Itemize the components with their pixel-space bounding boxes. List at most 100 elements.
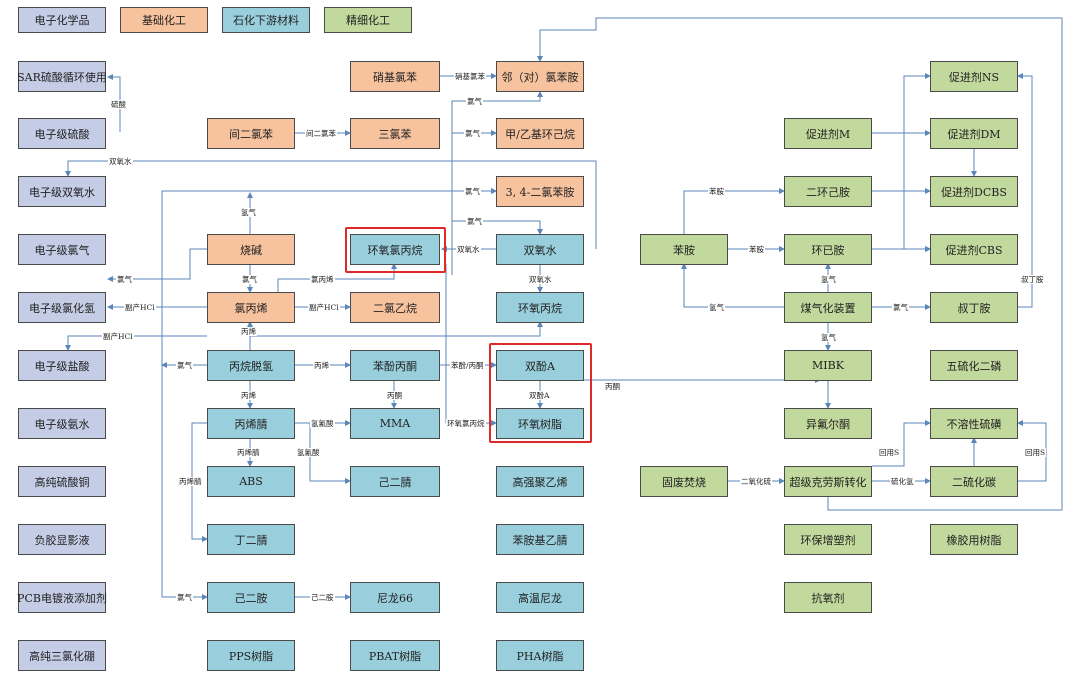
edge-label-propylene-b: 丙烯 [313, 361, 330, 370]
edge-label-hydrogen-a: 氢气 [240, 208, 257, 217]
edge-label-an-a: 丙烯腈 [236, 448, 261, 457]
edge-label-chlorine-e: 氯气 [116, 275, 133, 284]
node-p2s5: 五硫化二磷 [930, 350, 1018, 381]
edge-label-tba-side: 叔丁胺 [1020, 275, 1045, 284]
node-chloroaniline: 邻（对）氯苯胺 [496, 61, 584, 92]
node-epichlorohydrin: 环氧氯丙烷 [350, 234, 440, 265]
edge-label-chlorine-g: 氯气 [176, 361, 193, 370]
node-electronic-h2o2: 电子级双氧水 [18, 176, 106, 207]
node-rubber-resin: 橡胶用树脂 [930, 524, 1018, 555]
node-hmda: 己二胺 [207, 582, 295, 613]
node-anilinoacetonitrile: 苯胺基乙腈 [496, 524, 584, 555]
node-bpa: 双酚A [496, 350, 584, 381]
edge-label-reuse-s-a: 回用S [878, 448, 901, 457]
edge-label-bpa: 双酚A [528, 391, 551, 400]
node-mma: MMA [350, 408, 440, 439]
node-eco-plasticizer: 环保增塑剂 [784, 524, 872, 555]
legend-basic-chemicals: 基础化工 [120, 7, 208, 33]
edge-label-hydrogen-b: 氢气 [708, 303, 725, 312]
edge-label-hydrogen-d: 氢气 [820, 333, 837, 342]
edge-label-adn: 己二胺 [310, 593, 335, 602]
node-mdcb: 间二氯苯 [207, 118, 295, 149]
edge-label-aniline-a: 苯胺 [708, 187, 725, 196]
node-accelerator-dm: 促进剂DM [930, 118, 1018, 149]
node-isophorone: 异氟尔酮 [784, 408, 872, 439]
node-dichloroaniline: 3, 4-二氯苯胺 [496, 176, 584, 207]
node-coal-gasification: 煤气化装置 [784, 292, 872, 323]
edge-label-h2so4: 硫酸 [110, 100, 127, 109]
node-insoluble-sulfur: 不溶性硫磺 [930, 408, 1018, 439]
node-electronic-h2so4: 电子级硫酸 [18, 118, 106, 149]
node-pha: PHA树脂 [496, 640, 584, 671]
edge-label-reuse-s-b: 回用S [1024, 448, 1047, 457]
edge-label-aniline-b: 苯胺 [748, 245, 765, 254]
node-negative-developer: 负胶显影液 [18, 524, 106, 555]
edge-label-chlorine-d: 氯气 [466, 217, 483, 226]
edge-label-chlorine-pa: 氯气 [176, 593, 193, 602]
node-succinonitrile: 丁二腈 [207, 524, 295, 555]
edge-label-hcl-c: 副产HCl [102, 332, 134, 341]
edge-label-chlorine-f: 氯气 [241, 275, 258, 284]
node-pbat: PBAT树脂 [350, 640, 440, 671]
node-carbon-disulfide: 二硫化碳 [930, 466, 1018, 497]
edge-label-hcl-a: 副产HCl [124, 303, 156, 312]
node-nitrochlorobenzene: 硝基氯苯 [350, 61, 440, 92]
node-accelerator-cbs: 促进剂CBS [930, 234, 1018, 265]
highlight-bpa-epoxy [489, 343, 592, 443]
node-methylcyclohexane: 甲/乙基环己烷 [496, 118, 584, 149]
node-high-temp-nylon: 高温尼龙 [496, 582, 584, 613]
edge-label-so2: 二氧化硫 [740, 477, 772, 486]
legend-electronic-chemicals: 电子化学品 [18, 7, 106, 33]
node-phenol-acetone: 苯酚丙酮 [350, 350, 440, 381]
node-electronic-hcl-gas: 电子级氯化氢 [18, 292, 106, 323]
edge-label-nitrocb: 硝基氯苯 [454, 72, 486, 81]
node-pps: PPS树脂 [207, 640, 295, 671]
node-electronic-nh3: 电子级氨水 [18, 408, 106, 439]
node-tert-butylamine: 叔丁胺 [930, 292, 1018, 323]
node-bcl3: 高纯三氯化硼 [18, 640, 106, 671]
edge-label-ech-epoxy: 环氧氯丙烷 [446, 419, 486, 428]
edge-label-h2o2-ech: 双氧水 [456, 245, 481, 254]
node-acrylonitrile: 丙烯腈 [207, 408, 295, 439]
edge-label-hydrogen-c: 氢气 [820, 275, 837, 284]
edge-label-h2o2-top: 双氧水 [108, 157, 133, 166]
node-hdpe: 高强聚乙烯 [496, 466, 584, 497]
edge-label-an-b: 丙烯腈 [178, 477, 203, 486]
node-abs: ABS [207, 466, 295, 497]
node-cyclohexylamine: 环已胺 [784, 234, 872, 265]
edge-label-hcn-b: 氢氰酸 [296, 448, 321, 457]
edge-label-chlorine-a: 氯气 [466, 97, 483, 106]
edge-label-hydrogen-e: 氯气 [892, 303, 909, 312]
node-pdh: 丙烷脱氢 [207, 350, 295, 381]
edge-label-chlorine-c: 氯气 [464, 187, 481, 196]
node-trichlorobenzene: 三氯苯 [350, 118, 440, 149]
node-edc: 二氯乙烷 [350, 292, 440, 323]
node-epoxy-resin: 环氧树脂 [496, 408, 584, 439]
node-accelerator-dcbs: 促进剂DCBS [930, 176, 1018, 207]
node-propylene-oxide: 环氧丙烷 [496, 292, 584, 323]
node-pa66: 尼龙66 [350, 582, 440, 613]
edge-label-propylene-a: 丙烯 [240, 327, 257, 336]
node-naoh: 烧碱 [207, 234, 295, 265]
node-cuso4: 高纯硫酸铜 [18, 466, 106, 497]
node-adiponitrile: 己二腈 [350, 466, 440, 497]
node-electronic-cl2: 电子级氯气 [18, 234, 106, 265]
node-accelerator-m: 促进剂M [784, 118, 872, 149]
node-waste-incineration: 固废焚烧 [640, 466, 728, 497]
edge-label-h2o2-po: 双氧水 [528, 275, 553, 284]
edge-label-allyl: 氯丙烯 [310, 275, 335, 284]
node-electronic-hcl-acid: 电子级盐酸 [18, 350, 106, 381]
node-aniline: 苯胺 [640, 234, 728, 265]
edge-label-acetone-a: 丙酮 [386, 391, 403, 400]
edge-label-phenol-acetone: 苯酚/丙酮 [450, 361, 485, 370]
legend-petrochemical-materials: 石化下游材料 [222, 7, 310, 33]
edge-label-hcn-a: 氢氰酸 [310, 419, 335, 428]
edge-label-mdcb: 间二氯苯 [305, 129, 337, 138]
edge-label-chlorine-b: 氯气 [464, 129, 481, 138]
node-sar: SAR硫酸循环使用 [17, 61, 107, 92]
node-antioxidant: 抗氧剂 [784, 582, 872, 613]
node-accelerator-ns: 促进剂NS [930, 61, 1018, 92]
node-allyl-chloride: 氯丙烯 [207, 292, 295, 323]
legend-fine-chemicals: 精细化工 [324, 7, 412, 33]
